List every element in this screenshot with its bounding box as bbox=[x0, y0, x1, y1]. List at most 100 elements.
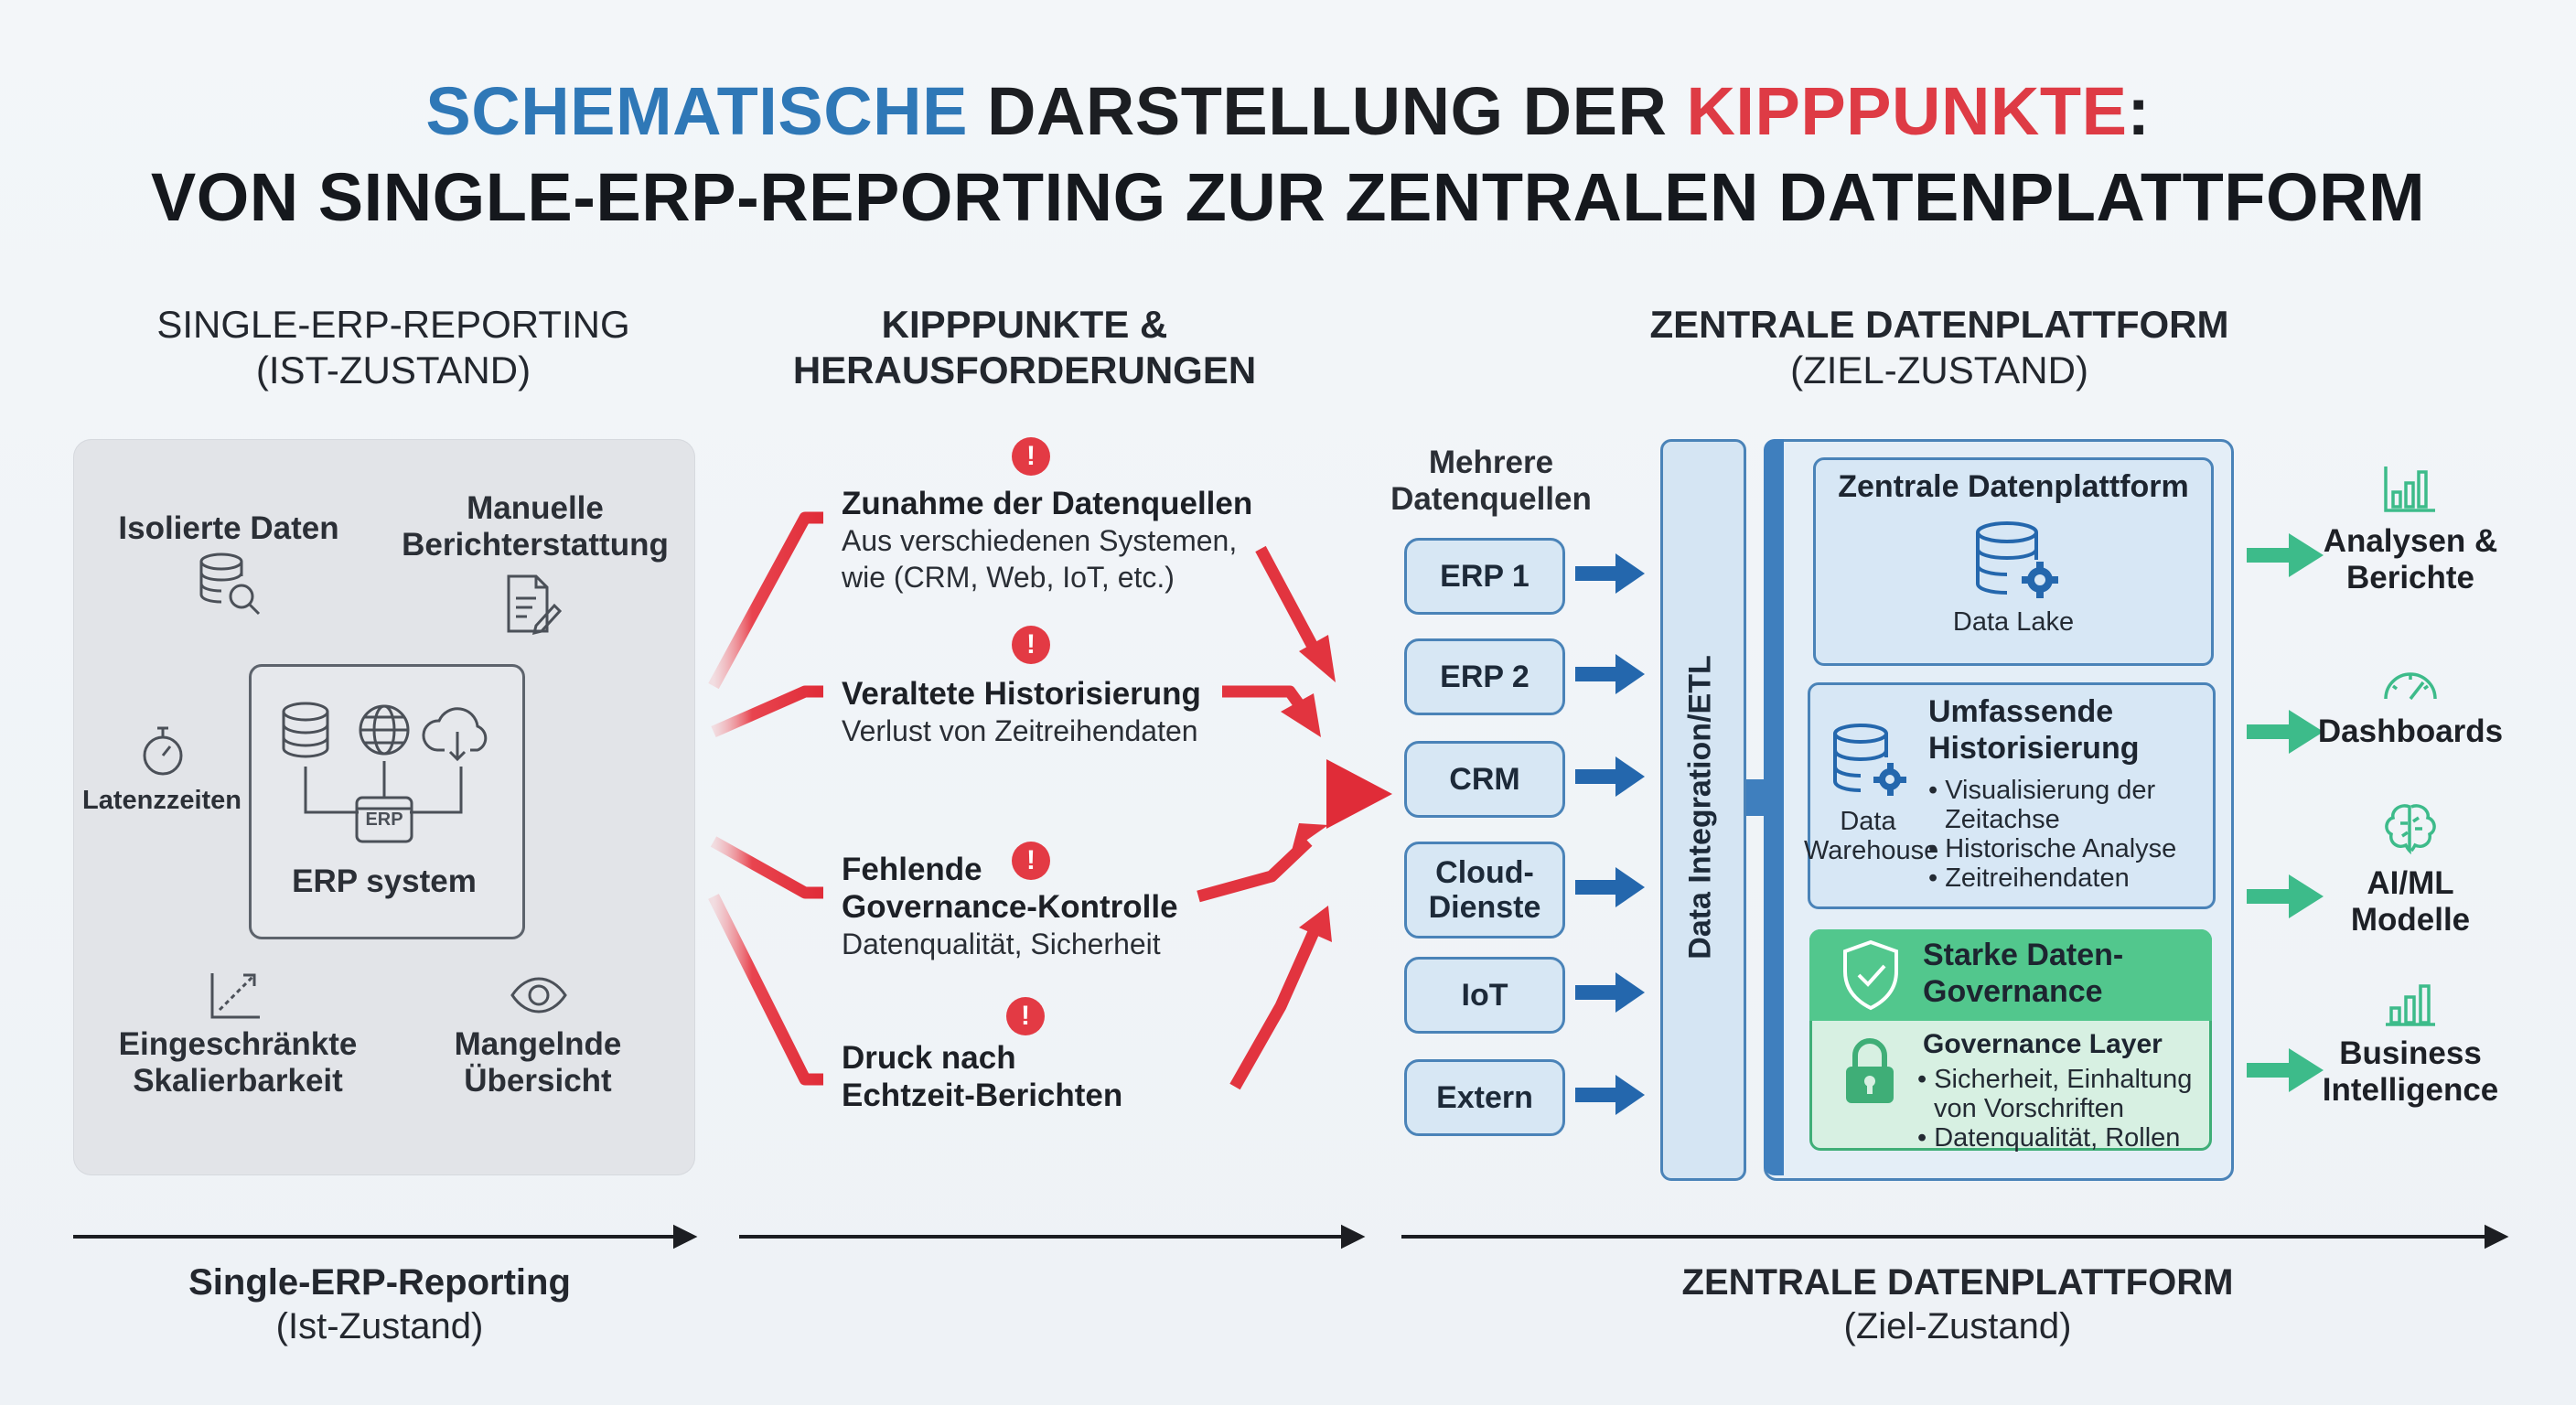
output-arrow-3 bbox=[2247, 874, 2324, 918]
source-erp2: ERP 2 bbox=[1404, 638, 1565, 715]
challenge-3-title-line2: Governance-Kontrolle bbox=[842, 889, 1178, 925]
title-line-2: VON SINGLE-ERP-REPORTING ZUR ZENTRALEN D… bbox=[150, 159, 2426, 235]
challenge-1-sub2: wie (CRM, Web, IoT, etc.) bbox=[842, 561, 1175, 594]
source-crm: CRM bbox=[1404, 741, 1565, 818]
output-aiml: AI/ML Modelle bbox=[2314, 865, 2506, 938]
sources-heading-line1: Mehrere bbox=[1428, 445, 1554, 480]
source-arrow-3 bbox=[1575, 756, 1645, 797]
isolated-data-label: Isolierte Daten bbox=[118, 510, 339, 546]
challenge-4-title-line1: Druck nach bbox=[842, 1040, 1016, 1076]
eye-icon bbox=[510, 977, 567, 1014]
arrowhead-out-3 bbox=[1292, 823, 1328, 851]
output-arrow-2 bbox=[2247, 710, 2324, 754]
output-aiml-line2: Modelle bbox=[2350, 902, 2471, 938]
column-header-right-line2: (ZIEL-ZUSTAND) bbox=[1790, 349, 2088, 391]
card-historization-title: Umfassende Historisierung bbox=[1928, 693, 2203, 767]
erp-system-diagram bbox=[282, 702, 488, 843]
erp-small-label: ERP bbox=[365, 810, 403, 830]
challenge-1-title: Zunahme der Datenquellen bbox=[842, 486, 1253, 521]
output-arrow-4 bbox=[2247, 1048, 2324, 1092]
manual-reporting-line1: Manuelle bbox=[467, 490, 604, 526]
data-lake-database-icon bbox=[1976, 521, 2058, 598]
card-data-lake-title: Zentrale Datenplattform bbox=[1838, 469, 2189, 504]
challenge-4-title-line2: Echtzeit-Berichten bbox=[842, 1078, 1123, 1113]
source-erp1: ERP 1 bbox=[1404, 538, 1565, 615]
arrow-in-4 bbox=[708, 894, 823, 1086]
governance-bullet-1a: • Sicherheit, Einhaltung bbox=[1917, 1065, 2193, 1094]
column-header-right: ZENTRALE DATENPLATTFORM (ZIEL-ZUSTAND) bbox=[1573, 302, 2305, 393]
challenge-3-title-line1: Fehlende bbox=[842, 852, 982, 887]
column-header-middle: KIPPPUNKTE & HERAUSFORDERUNGEN bbox=[750, 302, 1299, 393]
output-analysen-line2: Berichte bbox=[2345, 560, 2475, 595]
sources-heading: Mehrere Datenquellen bbox=[1381, 445, 1601, 518]
footer-left-line2: (Ist-Zustand) bbox=[275, 1306, 484, 1346]
arrow-in-2 bbox=[711, 685, 823, 737]
governance-bullet-2: • Datenqualität, Rollen bbox=[1917, 1123, 2181, 1153]
bi-chart-icon bbox=[2386, 984, 2435, 1026]
arrow-out-2 bbox=[1222, 685, 1304, 708]
data-warehouse-label-line2: Warehouse bbox=[1804, 836, 1939, 865]
limited-scalability-line2: Skalierbarkeit bbox=[133, 1063, 343, 1099]
arrow-in-1 bbox=[708, 511, 823, 690]
title-line-1: SCHEMATISCHE DARSTELLUNG DER KIPPPUNKTE: bbox=[0, 71, 2576, 152]
historization-bullet-3: • Zeitreihendaten bbox=[1928, 863, 2130, 893]
arrow-out-4 bbox=[1229, 921, 1323, 1090]
arrowhead-out-1 bbox=[1299, 635, 1336, 682]
source-arrow-5 bbox=[1575, 972, 1645, 1013]
historization-bullet-1b: Zeitachse bbox=[1945, 805, 2060, 834]
challenge-1-sub1: Aus verschiedenen Systemen, bbox=[842, 524, 1238, 557]
warning-icon-2: ! bbox=[1012, 626, 1050, 664]
data-warehouse-icon bbox=[1833, 724, 1906, 796]
output-aiml-line1: AI/ML bbox=[2367, 865, 2454, 901]
challenge-1: Zunahme der Datenquellen Aus verschieden… bbox=[842, 485, 1281, 595]
title-word-kipppunkte: KIPPPUNKTE bbox=[1686, 73, 2128, 149]
arrowhead-out-4 bbox=[1299, 906, 1332, 942]
arrowhead-out-2 bbox=[1281, 693, 1321, 737]
erp-system-box bbox=[249, 664, 525, 939]
erp-system-label: ERP system bbox=[292, 863, 477, 899]
erp-database-icon bbox=[282, 702, 329, 758]
scaling-arrow-icon bbox=[210, 973, 260, 1019]
historization-bullet-2: • Historische Analyse bbox=[1928, 834, 2177, 863]
arrow-in-3 bbox=[710, 836, 823, 899]
lacking-overview-line1: Mangelnde bbox=[454, 1026, 622, 1062]
source-arrow-6 bbox=[1575, 1075, 1645, 1115]
title-word-darstellung: DARSTELLUNG DER bbox=[987, 73, 1668, 149]
warning-icon-3: ! bbox=[1012, 842, 1050, 880]
arrow-out-1 bbox=[1255, 545, 1323, 659]
historization-bullet-1a: • Visualisierung der bbox=[1928, 776, 2156, 805]
source-iot: IoT bbox=[1404, 957, 1565, 1034]
erp-globe-icon bbox=[359, 704, 410, 756]
footer-right-line1: ZENTRALE DATENPLATTFORM bbox=[1681, 1262, 2234, 1303]
erp-cloud-icon bbox=[422, 707, 488, 762]
database-search-icon bbox=[199, 552, 261, 616]
source-arrow-4 bbox=[1575, 867, 1645, 907]
footer-right: ZENTRALE DATENPLATTFORM (Ziel-Zustand) bbox=[1592, 1260, 2324, 1348]
main-arrowhead bbox=[1326, 759, 1392, 829]
column-header-left-line1: SINGLE-ERP-REPORTING bbox=[156, 303, 630, 346]
limited-scalability-label: Eingeschränkte Skalierbarkeit bbox=[101, 1026, 375, 1099]
challenge-4: Druck nach Echtzeit-Berichten bbox=[842, 1039, 1208, 1114]
card-governance-title: Starke Daten- Governance bbox=[1923, 937, 2197, 1010]
shield-check-icon bbox=[1843, 939, 1898, 1011]
card-governance-title-line2: Governance bbox=[1923, 974, 2103, 1009]
output-dashboards: Dashboards bbox=[2317, 713, 2504, 749]
card-governance-title-line1: Starke Daten- bbox=[1923, 938, 2124, 972]
etl-bar bbox=[1660, 439, 1746, 1181]
timeline-arrow-right bbox=[1401, 1224, 2509, 1249]
source-cloud-line2: Dienste bbox=[1428, 890, 1541, 925]
data-warehouse-label: Data Warehouse bbox=[1804, 807, 1939, 865]
document-edit-icon bbox=[507, 574, 563, 636]
column-header-right-line1: ZENTRALE DATENPLATTFORM bbox=[1649, 303, 2229, 346]
data-warehouse-label-line1: Data bbox=[1840, 807, 1896, 836]
timeline-arrow-middle bbox=[739, 1224, 1366, 1249]
arrow-out-3 bbox=[1197, 837, 1313, 903]
card-historization bbox=[1808, 682, 2216, 909]
source-arrow-1 bbox=[1575, 553, 1645, 594]
card-governance-bullets: • Sicherheit, Einhaltung von Vorschrifte… bbox=[1917, 1065, 2210, 1153]
card-historization-title-line1: Umfassende bbox=[1928, 694, 2114, 729]
challenge-2-title: Veraltete Historisierung bbox=[842, 676, 1201, 712]
